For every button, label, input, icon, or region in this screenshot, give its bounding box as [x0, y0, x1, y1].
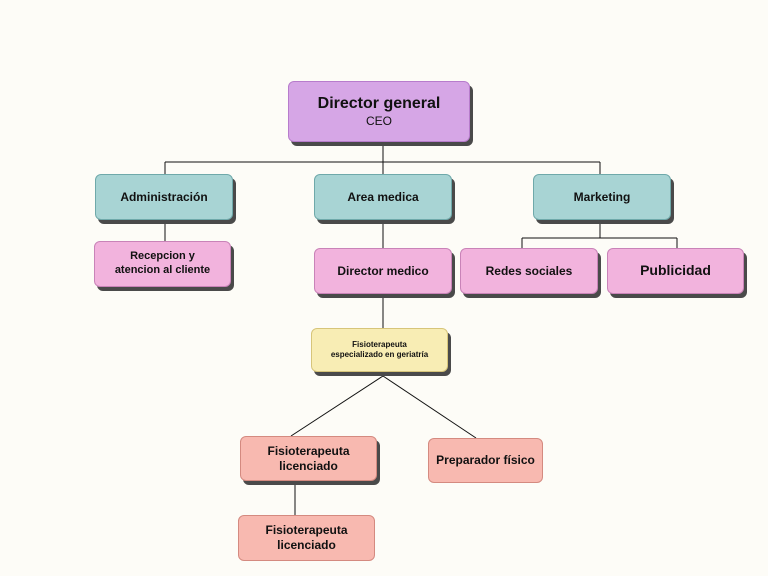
node-director-general: Director general CEO — [288, 81, 470, 142]
node-recepcion: Recepcion y atencion al cliente — [94, 241, 231, 287]
node-marketing: Marketing — [533, 174, 671, 220]
node-area-medica: Area medica — [314, 174, 452, 220]
node-publicidad: Publicidad — [607, 248, 744, 294]
node-fisio-licenciado-2: Fisioterapeuta licenciado — [238, 515, 375, 561]
node-marketing-label: Marketing — [573, 189, 631, 204]
node-preparador-fisico: Preparador físico — [428, 438, 543, 483]
node-fisio-geriatria: Fisioterapeuta especializado en geriatrí… — [311, 328, 448, 372]
node-redes-sociales-label: Redes sociales — [485, 263, 573, 278]
connector-to-fisio-lic-1 — [290, 375, 384, 437]
node-fisio-licenciado-2-label: Fisioterapeuta licenciado — [265, 523, 348, 552]
node-recepcion-label: Recepcion y atencion al cliente — [114, 250, 211, 276]
connector-to-preparador — [382, 375, 477, 439]
node-fisio-geriatria-label: Fisioterapeuta especializado en geriatrí… — [330, 340, 429, 359]
node-area-medica-label: Area medica — [347, 189, 419, 204]
node-administracion: Administración — [95, 174, 233, 220]
node-fisio-licenciado-1-label: Fisioterapeuta licenciado — [267, 443, 350, 473]
node-redes-sociales: Redes sociales — [460, 248, 598, 294]
node-preparador-fisico-label: Preparador físico — [436, 453, 535, 467]
node-director-general-title: Director general — [317, 95, 441, 112]
node-publicidad-label: Publicidad — [640, 262, 711, 279]
node-director-medico: Director medico — [314, 248, 452, 294]
node-fisio-licenciado-1: Fisioterapeuta licenciado — [240, 436, 377, 481]
node-director-general-subtitle: CEO — [365, 114, 392, 128]
node-director-medico-label: Director medico — [337, 263, 429, 278]
node-administracion-label: Administración — [120, 189, 208, 204]
